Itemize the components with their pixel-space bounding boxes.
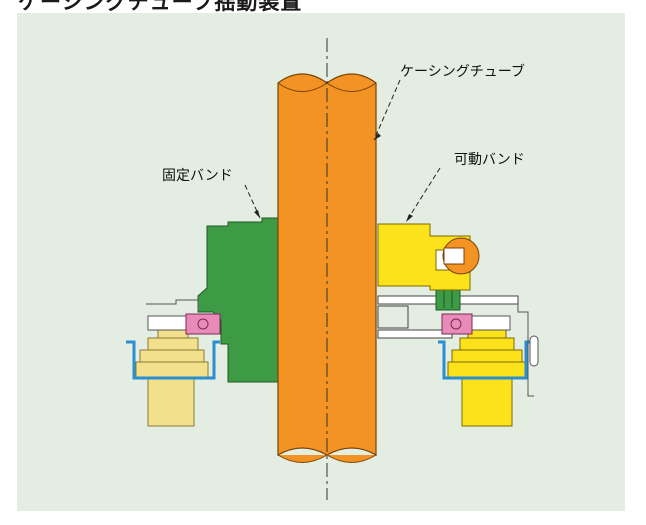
movable-band <box>377 223 471 291</box>
fixed-band <box>197 217 281 383</box>
leader-casing-tube-arrow <box>374 133 381 140</box>
leader-movable-band <box>405 167 441 223</box>
leader-fixed-band <box>244 184 261 219</box>
leader-movable-band-arrow <box>406 214 413 222</box>
left-cylinder <box>126 299 221 427</box>
casing-tube-bottom-break <box>277 454 377 463</box>
page-title: ケーシングチューブ揺動装置 <box>18 0 303 14</box>
right-cylinder <box>438 304 539 427</box>
leader-casing-tube <box>373 79 401 141</box>
label-movable-band: 可動バンド <box>454 152 525 168</box>
pivot-pin <box>442 237 480 275</box>
label-casing-tube: ケーシングチューブ <box>400 63 525 80</box>
leader-fixed-band-arrow <box>254 210 260 218</box>
label-fixed-band: 固定バンド <box>162 168 233 184</box>
